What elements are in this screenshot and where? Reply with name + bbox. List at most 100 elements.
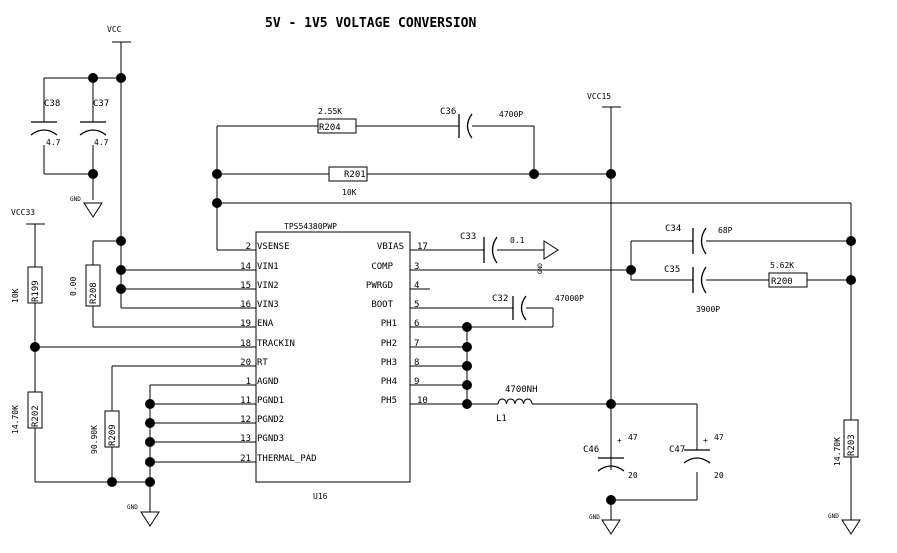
ground-symbol-output: GND — [589, 514, 621, 535]
pin-name: VIN1 — [257, 262, 279, 272]
capacitor-c36: C36 4700P — [440, 107, 523, 139]
pin-name: BOOT — [371, 300, 393, 310]
capacitor-c35: C35 3900P — [664, 265, 720, 314]
capacitor-c32: C32 47000P — [492, 294, 584, 321]
gnd-label: GND — [70, 196, 81, 203]
c46-value: 47 — [628, 433, 638, 442]
capacitor-c37: C37 4.7 — [79, 99, 109, 147]
l1-value: 4700NH — [505, 385, 538, 395]
wires — [26, 41, 852, 520]
vcc-label: VCC — [107, 25, 122, 34]
pin-number: 8 — [414, 358, 419, 368]
pin-name: PGND2 — [257, 415, 284, 425]
resistor-r202: R202 14.70K — [11, 391, 43, 434]
pin-number: 3 — [414, 262, 419, 272]
gnd-label: GND — [828, 513, 839, 520]
capacitor-c47: C47 + 47 20 — [669, 433, 724, 480]
pin-name: PH1 — [381, 319, 397, 329]
pin-number: 20 — [240, 358, 251, 368]
resistor-r204: R204 2.55K — [317, 107, 357, 134]
pin-name: PH3 — [381, 358, 397, 368]
pin-name: VSENSE — [257, 242, 290, 252]
pin-name: VBIAS — [377, 242, 404, 252]
r202-ref: R202 — [31, 405, 41, 427]
c46-value2: 20 — [628, 471, 638, 480]
r201-ref: R201 — [344, 170, 366, 180]
c38-ref: C38 — [44, 99, 60, 109]
r202-value: 14.70K — [11, 405, 20, 434]
pin-name: PH2 — [381, 339, 397, 349]
pin-name: PGND1 — [257, 396, 284, 406]
l1-ref: L1 — [496, 414, 507, 424]
vcc15-label: VCC15 — [587, 92, 611, 101]
c36-value: 4700P — [499, 110, 523, 119]
pin-number: 11 — [240, 396, 251, 406]
pin-name: COMP — [371, 262, 393, 272]
ic-u16: TPS54380PWP U16 2 VSENSE 14 VIN1 15 VIN2… — [240, 222, 428, 501]
r200-ref: R200 — [771, 277, 793, 287]
pin-name: PH5 — [381, 396, 397, 406]
pin-name: PWRGD — [366, 281, 393, 291]
ground-symbol-ic: GND — [127, 504, 160, 527]
r201-value: 10K — [342, 188, 357, 197]
r208-value: 0.00 — [69, 277, 78, 296]
pin-number: 19 — [240, 319, 251, 329]
ic-part-label: TPS54380PWP — [284, 222, 337, 231]
pin-number: 6 — [414, 319, 419, 329]
resistor-r208: R208 0.00 — [69, 264, 101, 307]
pin-number: 21 — [240, 454, 251, 464]
pin-number: 4 — [414, 281, 419, 291]
pin-number: 5 — [414, 300, 419, 310]
r204-ref: R204 — [319, 123, 341, 133]
pin-number: 2 — [246, 242, 251, 252]
pin-number: 18 — [240, 339, 251, 349]
pin-name: TRACKIN — [257, 339, 295, 349]
c36-ref: C36 — [440, 107, 456, 117]
r209-ref: R209 — [108, 424, 118, 446]
capacitor-c34: C34 68P — [665, 224, 733, 255]
junction-dots — [30, 73, 856, 505]
pin-name: VIN3 — [257, 300, 279, 310]
c47-value: 47 — [714, 433, 724, 442]
resistor-r199: R199 10K — [11, 266, 43, 304]
pin-number: 1 — [246, 377, 251, 387]
r203-value: 14.70K — [833, 437, 842, 466]
c37-ref: C37 — [93, 99, 109, 109]
r199-value: 10K — [11, 288, 20, 303]
ground-symbol-c37: GND — [70, 196, 103, 218]
resistor-r201: R201 10K — [328, 166, 368, 197]
pin-number: 17 — [417, 242, 428, 252]
c46-ref: C46 — [583, 445, 599, 455]
c34-ref: C34 — [665, 224, 681, 234]
r199-ref: R199 — [31, 280, 41, 302]
c46-plus: + — [617, 436, 622, 445]
resistor-r200: R200 5.62K — [768, 261, 808, 288]
pin-name: ENA — [257, 319, 274, 329]
pin-number: 14 — [240, 262, 251, 272]
pin-number: 13 — [240, 434, 251, 444]
capacitor-c46: C46 + 47 20 — [583, 433, 638, 480]
gnd-label: GND — [537, 263, 544, 274]
pin-name: AGND — [257, 377, 279, 387]
c33-value: 0.1 — [510, 236, 525, 245]
c38-value: 4.7 — [46, 138, 61, 147]
pin-number: 12 — [240, 415, 251, 425]
ground-symbol-c33: GND — [537, 240, 559, 274]
r203-ref: R203 — [847, 434, 857, 456]
r200-value: 5.62K — [770, 261, 794, 270]
c34-value: 68P — [718, 226, 733, 235]
pin-name: PGND3 — [257, 434, 284, 444]
pin-number: 10 — [417, 396, 428, 406]
pin-name: PH4 — [381, 377, 397, 387]
inductor-l1: 4700NH L1 — [496, 385, 538, 424]
ground-symbol-r203: GND — [828, 513, 861, 535]
r209-value: 90.90K — [90, 425, 99, 454]
pin-name: RT — [257, 358, 268, 368]
diagram-title: 5V - 1V5 VOLTAGE CONVERSION — [265, 16, 476, 31]
pin-name: VIN2 — [257, 281, 279, 291]
c35-ref: C35 — [664, 265, 680, 275]
gnd-label: GND — [127, 504, 138, 511]
gnd-label: GND — [589, 514, 600, 521]
c47-value2: 20 — [714, 471, 724, 480]
